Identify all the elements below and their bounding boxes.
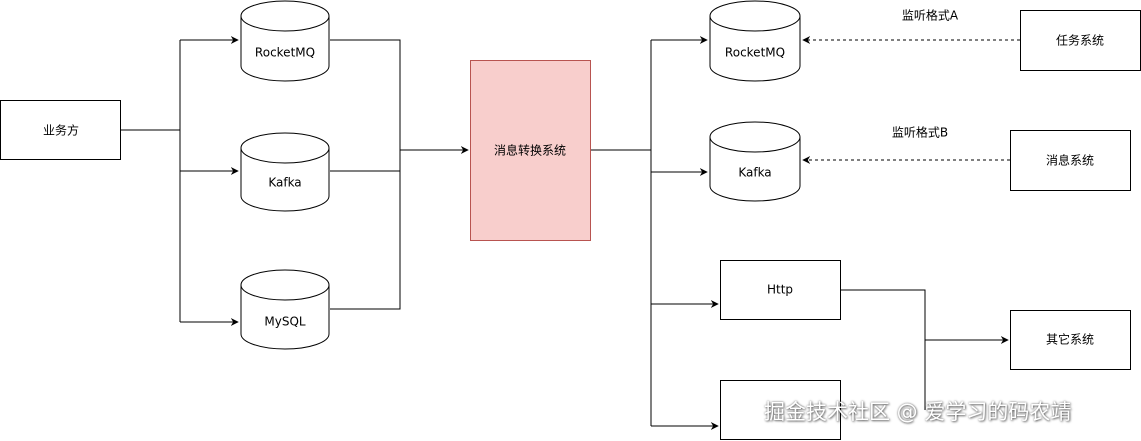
- label-listen-b: 监听格式B: [892, 125, 948, 140]
- edge-sources-bracket: [330, 39, 401, 310]
- node-mysql-in-cylinder: [240, 269, 330, 350]
- node-task-system-box: [1020, 10, 1141, 71]
- label-business: 业务方: [43, 123, 79, 138]
- label-rocketmq-out: RocketMQ: [725, 46, 785, 60]
- label-listen-a: 监听格式A: [902, 8, 959, 23]
- label-kafka-out: Kafka: [738, 166, 771, 180]
- connectors: [121, 36, 1020, 430]
- node-empty-box: [720, 380, 841, 440]
- node-converter-box: [470, 60, 591, 241]
- node-message-system-box: [1010, 130, 1131, 191]
- node-kafka-out-cylinder: [709, 121, 801, 202]
- label-rocketmq-in: RocketMQ: [255, 46, 315, 60]
- edge-http-to-other: [840, 289, 926, 410]
- node-rocketmq-out-cylinder: [709, 0, 801, 82]
- label-mysql-in: MySQL: [264, 315, 306, 329]
- label-http: Http: [767, 283, 793, 297]
- label-task-system: 任务系统: [1056, 33, 1104, 48]
- label-kafka-in: Kafka: [268, 176, 301, 190]
- node-http-box: [720, 260, 841, 320]
- node-other-system-box: [1010, 310, 1131, 370]
- node-rocketmq-in-cylinder: [240, 0, 330, 82]
- watermark-text: 掘金技术社区 @ 爱学习的码农靖: [764, 400, 1072, 424]
- label-message-system: 消息系统: [1046, 153, 1094, 168]
- label-other-system: 其它系统: [1046, 332, 1094, 347]
- label-converter: 消息转换系统: [494, 143, 566, 158]
- node-kafka-in-cylinder: [240, 132, 330, 212]
- node-business-box: [0, 100, 121, 160]
